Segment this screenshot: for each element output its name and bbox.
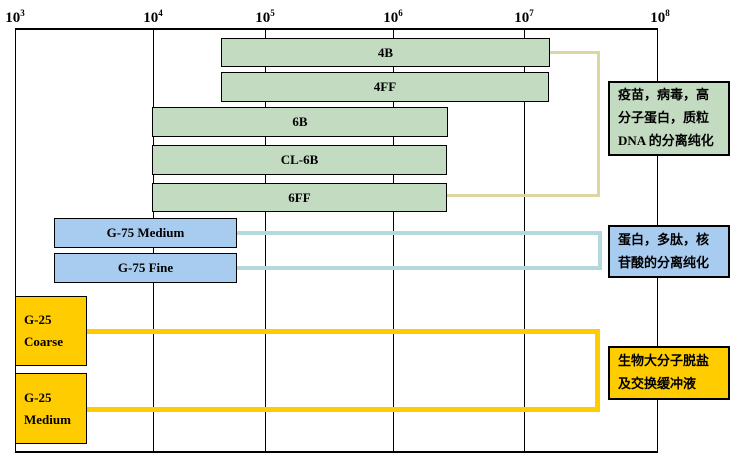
- x-tick-1e6: 106: [383, 8, 403, 26]
- bar-6b: 6B: [152, 107, 448, 137]
- bar-4ff-label: 4FF: [373, 79, 397, 94]
- bar-4b-label: 4B: [377, 44, 394, 60]
- gridline-1e3: [15, 29, 16, 453]
- bar-g75-fine-label: G-75 Fine: [117, 260, 174, 275]
- annotation-desalting-line1: 生物大分子脱盐: [618, 353, 710, 369]
- gridline-1e7: [524, 29, 525, 453]
- bar-6ff: 6FF: [152, 183, 447, 212]
- gridline-1e6: [393, 29, 394, 453]
- bar-cl6b: CL-6B: [152, 145, 447, 175]
- bar-cl6b-label: CL-6B: [280, 152, 319, 167]
- connector-lightblue-vertical: [598, 231, 602, 270]
- bar-g25-coarse-label-line2: Coarse: [24, 334, 63, 349]
- annotation-vaccine-virus: 疫苗，病毒，高 分子蛋白，质粒 DNA 的分离纯化: [608, 81, 730, 156]
- connector-lightblue-bottom: [237, 266, 602, 270]
- bar-g25-medium-label-line1: G-25: [24, 389, 52, 405]
- top-axis-line: [15, 28, 658, 30]
- connector-gold-bottom: [87, 407, 600, 412]
- annotation-protein-peptide-line2: 苷酸的分离纯化: [618, 254, 710, 270]
- bar-g25-medium-label-line2: Medium: [24, 411, 71, 427]
- bar-4b: 4B: [221, 38, 550, 67]
- annotation-vaccine-virus-line3: DNA 的分离纯化: [618, 132, 714, 148]
- bar-g25-medium: G-25 Medium: [15, 373, 87, 444]
- connector-lightblue-top: [237, 231, 602, 235]
- x-tick-1e8: 108: [650, 8, 670, 26]
- bar-6b-label: 6B: [292, 114, 308, 129]
- annotation-desalting: 生物大分子脱盐 及交换缓冲液: [608, 346, 730, 400]
- x-tick-1e3: 103: [5, 8, 25, 26]
- bar-g25-coarse: G-25 Coarse: [15, 296, 87, 366]
- annotation-protein-peptide: 蛋白，多肽，核 苷酸的分离纯化: [608, 225, 730, 278]
- connector-beige-bottom: [447, 194, 600, 197]
- bottom-axis-line: [15, 451, 658, 453]
- gridline-1e5: [265, 29, 266, 453]
- annotation-vaccine-virus-line1: 疫苗，病毒，高: [618, 87, 710, 103]
- x-tick-1e4: 104: [143, 8, 163, 26]
- connector-beige-top: [550, 51, 600, 54]
- annotation-desalting-line2: 及交换缓冲液: [618, 376, 697, 391]
- x-tick-1e5: 105: [255, 8, 275, 26]
- connector-gold-top: [87, 329, 600, 334]
- bar-g75-medium-label: G-75 Medium: [106, 225, 185, 240]
- annotation-vaccine-virus-line2: 分子蛋白，质粒: [618, 110, 710, 126]
- annotation-protein-peptide-line1: 蛋白，多肽，核: [618, 231, 710, 247]
- x-tick-1e7: 107: [514, 8, 534, 26]
- bar-g75-fine: G-75 Fine: [54, 253, 237, 283]
- bar-4ff: 4FF: [221, 72, 549, 102]
- bar-6ff-label: 6FF: [288, 189, 311, 205]
- connector-beige-vertical: [597, 51, 600, 197]
- bar-g75-medium: G-75 Medium: [54, 218, 237, 248]
- connector-gold-vertical: [595, 329, 600, 412]
- bar-g25-coarse-label-line1: G-25: [24, 312, 52, 327]
